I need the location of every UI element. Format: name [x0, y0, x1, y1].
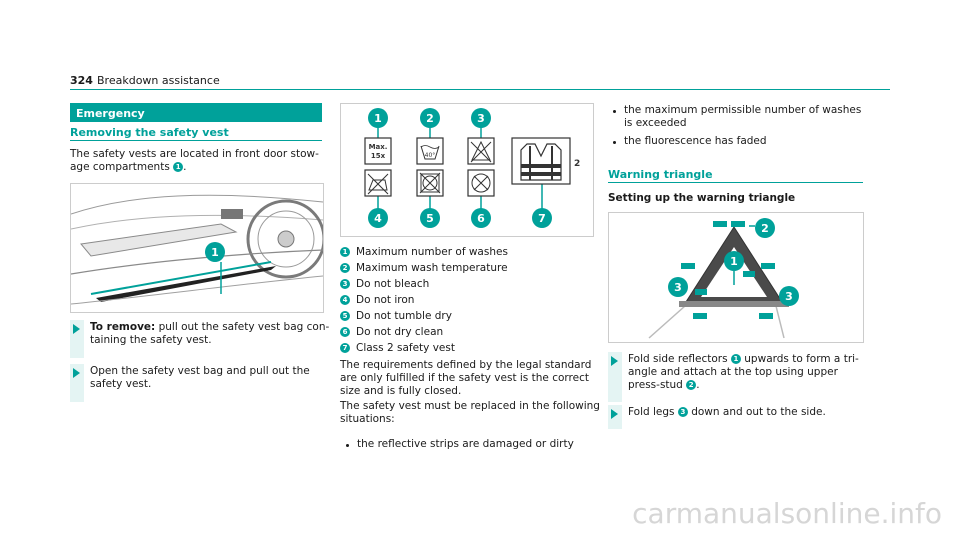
- replace-line-1: The safety vest must be replaced in the …: [340, 400, 600, 412]
- step-arrow-icon: [611, 356, 618, 366]
- bullet-max-washes-line-1: the maximum permissible number of washes: [624, 104, 862, 116]
- triangle-illustration: 1 2 3 3: [648, 218, 799, 339]
- header-rule: [70, 89, 890, 90]
- care-symbols-illustration: 1 2 3 Max. 15x 40°: [364, 108, 580, 228]
- page-section-title: Breakdown assistance: [97, 74, 220, 87]
- step-arrow-icon: [73, 368, 80, 378]
- step-fold-legs: Fold legs 3 down and out to the side.: [628, 406, 826, 418]
- requirements-line-3: size and is fully closed.: [340, 385, 462, 397]
- triangle-callout-2: 2: [761, 222, 769, 235]
- bullet-max-washes-line-2: is exceeded: [624, 117, 687, 129]
- removing-vest-heading: Removing the safety vest: [70, 126, 229, 139]
- care-callout-6: 6: [477, 212, 485, 225]
- care-callout-7: 7: [538, 212, 546, 225]
- step-arrow-icon: [611, 409, 618, 419]
- warning-triangle-figure: 1 2 3 3: [608, 212, 864, 343]
- intro-paragraph: The safety vests are located in front do…: [70, 148, 325, 174]
- step-fold-line-2: angle and attach at the top using upper: [628, 366, 838, 378]
- page-number: 324: [70, 74, 93, 87]
- bullet-dot: [613, 110, 616, 113]
- step-fold-reflectors: Fold side reflectors 1 upwards to form a…: [628, 353, 878, 392]
- max-label-top: Max.: [369, 143, 388, 151]
- care-label-figure: 1 2 3 Max. 15x 40°: [340, 103, 594, 237]
- step-remove: To remove: pull out the safety vest bag …: [90, 321, 330, 347]
- step-fold-line-3: press-stud 2.: [628, 379, 700, 391]
- emergency-section-bar: Emergency: [70, 103, 322, 122]
- watermark: carmanualsonline.info: [632, 497, 942, 530]
- step-remove-line-2: taining the safety vest.: [90, 334, 212, 346]
- bullet-dot: [346, 444, 349, 447]
- bullet-dot: [613, 141, 616, 144]
- warning-triangle-heading: Warning triangle: [608, 168, 713, 181]
- care-callout-5: 5: [426, 212, 434, 225]
- temp-label: 40°: [425, 152, 436, 159]
- bullet-fluorescence: the fluorescence has faded: [624, 135, 767, 147]
- bullet-max-washes: the maximum permissible number of washes…: [624, 104, 884, 130]
- care-callout-2: 2: [426, 112, 434, 125]
- replace-paragraph: The safety vest must be replaced in the …: [340, 400, 605, 426]
- max-label-bottom: 15x: [371, 152, 386, 160]
- bullet-reflective: the reflective strips are damaged or dir…: [357, 438, 574, 450]
- step-open: Open the safety vest bag and pull out th…: [90, 365, 330, 391]
- triangle-callout-3-right: 3: [785, 290, 793, 303]
- intro-line-1: The safety vests are located in front do…: [70, 148, 319, 160]
- step-remove-line-1: To remove: pull out the safety vest bag …: [90, 321, 330, 333]
- ref-badge-1: 1: [173, 162, 184, 172]
- care-callout-4: 4: [374, 212, 382, 225]
- class-label: 2: [574, 159, 580, 169]
- warning-triangle-rule: [608, 182, 863, 183]
- step-open-line-1: Open the safety vest bag and pull out th…: [90, 365, 310, 377]
- step-open-line-2: safety vest.: [90, 378, 152, 390]
- emergency-title: Emergency: [76, 107, 145, 120]
- triangle-callout-1: 1: [730, 255, 738, 268]
- intro-line-2: age compartments 1.: [70, 161, 187, 173]
- care-callout-1: 1: [374, 112, 382, 125]
- care-callout-3: 3: [477, 112, 485, 125]
- door-illustration: 1: [71, 184, 323, 312]
- requirements-line-2: are only fulfilled if the safety vest is…: [340, 372, 589, 384]
- figure-callout-1: 1: [211, 246, 219, 259]
- step-arrow-icon: [73, 324, 80, 334]
- triangle-callout-3-left: 3: [674, 281, 682, 294]
- setting-up-heading: Setting up the warning triangle: [608, 192, 796, 204]
- door-compartment-figure: 1: [70, 183, 324, 313]
- requirements-paragraph: The requirements defined by the legal st…: [340, 359, 605, 398]
- replace-line-2: situations:: [340, 413, 395, 425]
- removing-vest-rule: [70, 140, 322, 141]
- requirements-line-1: The requirements defined by the legal st…: [340, 359, 592, 371]
- step-fold-line-1: Fold side reflectors 1 upwards to form a…: [628, 353, 859, 365]
